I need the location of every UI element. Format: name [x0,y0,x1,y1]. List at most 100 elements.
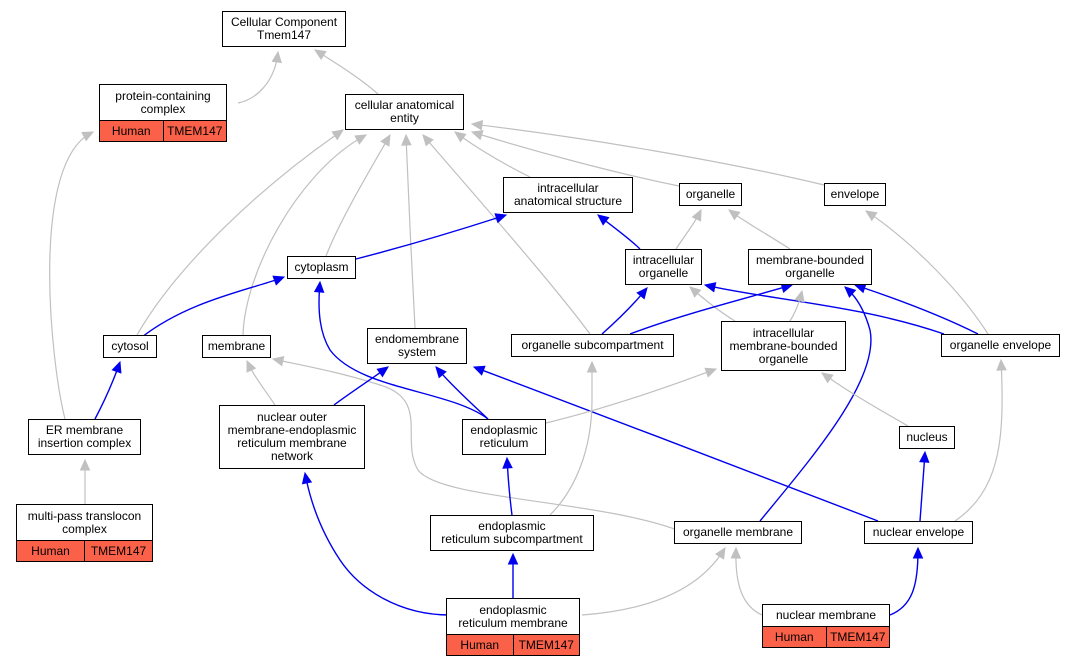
edge-ias-to-cae [454,131,531,178]
arrowhead-cytoplasm-to-cae [380,133,391,147]
arrowhead-organelle-to-cae [470,130,484,141]
edge-osc-to-cae [422,134,591,335]
species-cell: Human [460,637,500,652]
node-label: envelope [830,187,880,201]
node-organelle-membrane[interactable]: organelle membrane [674,521,802,544]
arrowhead-erm-to-nom [301,471,313,485]
arrowhead-om-to-membrane [271,356,285,367]
node-label: endoplasmic reticulum membrane [458,602,568,630]
edge-imbo-to-mbo [789,290,803,322]
edge-emc-to-cytosol [94,361,121,420]
species-cell: Human [31,543,70,558]
node-nucleus[interactable]: nucleus [899,426,955,449]
node-er-subcompartment[interactable]: endoplasmic reticulum subcompartment [430,515,594,551]
arrowhead-cytosol-to-cae [331,129,345,141]
edge-oenv-to-io [704,284,945,335]
node-label: multi-pass translocon complex [27,508,142,536]
node-label: endoplasmic reticulum subcompartment [441,519,583,546]
edge-mbo-to-organelle [728,209,791,250]
node-label: endomembrane system [374,332,460,359]
edge-envelope-to-cae [471,123,825,186]
edge-emc-to-pcc [49,131,94,420]
edge-erm-to-om [581,547,726,616]
node-label: nuclear outer membrane-endoplasmic retic… [227,410,357,463]
gene-cell: TMEM147 [84,541,152,561]
arrowhead-cytosol-to-cytoplasm [272,275,286,286]
arrowhead-nm-to-om [730,546,742,559]
node-nuclear-membrane[interactable]: nuclear membrane Human TMEM147 [762,604,890,648]
arrowhead-erm-to-om [714,546,726,560]
arrowhead-mptc-to-emc [79,458,91,471]
edge-oenv-to-envelope [865,210,989,335]
node-organelle-envelope[interactable]: organelle envelope [941,334,1060,357]
node-nuclear-outer-membrane-er-network[interactable]: nuclear outer membrane-endoplasmic retic… [219,405,365,469]
node-organelle-subcompartment[interactable]: organelle subcompartment [511,334,674,357]
arrowhead-ne-to-ems [472,365,486,376]
arrowhead-emc-to-cytosol [111,360,122,374]
node-intracellular-organelle[interactable]: intracellular organelle [625,249,702,285]
arrowhead-ne-to-nucleus [919,450,930,463]
arrowhead-membrane-to-cae [354,134,368,145]
arrowhead-ems-to-cae [401,133,412,146]
edge-ersc-to-er [506,457,513,516]
edge-io-to-organelle [675,209,702,250]
arrowhead-oenv-to-envelope [864,210,878,222]
edge-om-to-mbo [759,286,872,522]
edge-osc-to-io [601,287,648,335]
edge-imbo-to-io [689,286,736,322]
node-organelle[interactable]: organelle [679,183,742,206]
species-cell: Human [111,123,151,138]
node-envelope[interactable]: envelope [824,183,886,206]
edge-cae-to-cc_root [314,49,379,95]
arrowhead-oenv-to-io [703,282,717,293]
edge-membrane-to-cae [242,134,367,336]
node-label: organelle subcompartment [521,338,664,352]
node-nuclear-envelope[interactable]: nuclear envelope [864,521,973,544]
species-cell: Human [774,629,814,644]
edge-ems-to-cae [405,134,416,329]
arrowhead-erm-to-ersc [507,552,519,565]
arrowhead-ias-to-cae [454,131,467,143]
arrowhead-nom-to-ems [376,366,389,378]
edge-pcc-to-cc_root [237,51,279,104]
node-label: nucleus [906,430,948,444]
node-label: nuclear envelope [872,525,965,539]
arrowhead-ersc-to-osc [586,360,598,373]
node-cytoplasm[interactable]: cytoplasm [287,256,356,279]
node-protein-containing-complex[interactable]: protein-containing complex Human TMEM147 [99,84,227,142]
arrowhead-pcc-to-cc_root [271,50,283,64]
edge-er-to-cytoplasm [318,281,489,420]
node-multi-pass-translocon-complex[interactable]: multi-pass translocon complex Human TMEM… [16,504,153,562]
node-endomembrane-system[interactable]: endomembrane system [367,328,467,364]
arrowhead-imbo-to-io [689,286,702,298]
node-endoplasmic-reticulum-membrane[interactable]: endoplasmic reticulum membrane Human TME… [446,598,580,656]
node-membrane[interactable]: membrane [202,335,271,358]
arrowhead-ersc-to-er [502,456,513,469]
arrowhead-io-to-organelle [691,208,702,222]
node-label: protein-containing complex [115,88,211,116]
node-label: cytosol [111,339,149,353]
gene-cell: TMEM147 [825,627,890,647]
node-intracellular-membrane-bounded-organelle[interactable]: intracellular membrane-bounded organelle [721,321,846,371]
arrowhead-oenv-to-mbo [853,283,867,294]
annotation-row: Human TMEM147 [100,120,226,141]
arrowhead-ne-to-oenv [996,358,1007,371]
annotation-row: Human TMEM147 [17,540,152,561]
node-endoplasmic-reticulum[interactable]: endoplasmic reticulum [462,419,546,455]
node-label: cytoplasm [294,260,349,274]
node-label: Cellular Component Tmem147 [230,15,338,42]
arrowhead-mbo-to-organelle [728,209,741,221]
node-membrane-bounded-organelle[interactable]: membrane-bounded organelle [748,249,872,285]
edge-ne-to-nucleus [919,451,926,522]
arrowhead-er-to-imbo [704,367,718,378]
node-cytosol[interactable]: cytosol [103,335,157,358]
node-er-membrane-insertion-complex[interactable]: ER membrane insertion complex [28,419,141,455]
edge-ne-to-ems [473,366,879,522]
node-cellular-anatomical-entity[interactable]: cellular anatomical entity [345,94,464,130]
arrowhead-er-to-ems [435,366,447,379]
node-cellular-component-tmem147[interactable]: Cellular Component Tmem147 [222,11,346,47]
node-intracellular-anatomical-structure[interactable]: intracellular anatomical structure [503,177,633,213]
edge-organelle-to-cae [471,131,680,187]
arrowhead-emc-to-pcc [81,131,95,142]
node-label: organelle envelope [949,338,1052,352]
